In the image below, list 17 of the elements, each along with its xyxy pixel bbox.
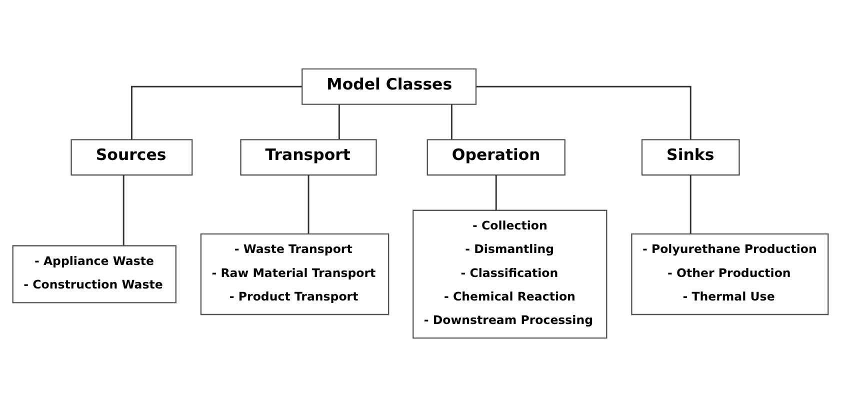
connector — [450, 104, 452, 140]
node-box: Sources — [70, 139, 193, 176]
node-box: Transport — [240, 139, 377, 176]
node-box: Model Classes — [302, 68, 477, 105]
connector — [476, 86, 692, 140]
connector — [308, 175, 310, 234]
connector — [690, 175, 692, 234]
node-box: - Appliance Waste - Construction Waste — [12, 245, 176, 304]
connector — [122, 175, 124, 246]
node-box: Sinks — [641, 139, 740, 176]
node-box: - Waste Transport - Raw Material Transport - Product Transport — [200, 233, 390, 316]
node-box: Operation — [426, 139, 566, 176]
connector — [495, 175, 497, 210]
node-box: - Collection - Dismantling - Classification - Chemical Reaction - Downstream Processing — [412, 210, 608, 339]
connector — [338, 104, 340, 140]
connector — [130, 86, 302, 140]
node-box: - Polyurethane Production - Other Production - Thermal Use — [631, 233, 829, 316]
